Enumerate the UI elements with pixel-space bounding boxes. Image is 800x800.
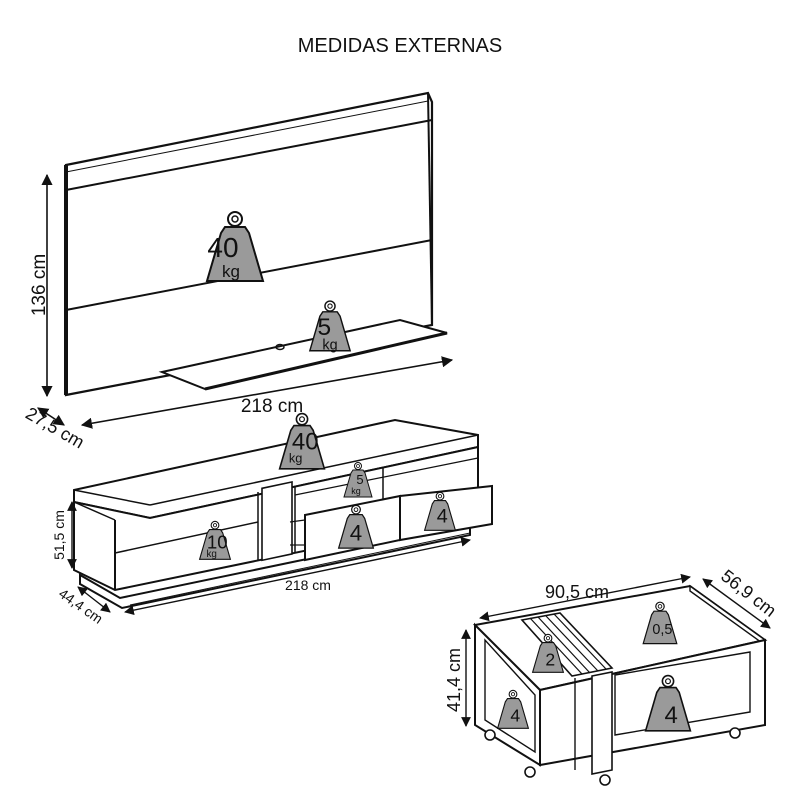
panel-height-label: 136 cm (29, 254, 50, 316)
panel-width-label: 218 cm (241, 396, 303, 417)
weight-value: 2 (545, 650, 555, 670)
weight-value: 4 (437, 506, 448, 528)
weight-icon: 4 (497, 689, 529, 729)
weight-value: 5 (356, 472, 363, 487)
weight-value: 40 (207, 232, 238, 263)
weight-value: 5 (317, 314, 331, 341)
panel-width-arrow (80, 356, 454, 429)
panel-depth-arrow (37, 407, 65, 426)
table-width-label: 90,5 cm (545, 582, 609, 602)
weight-unit: kg (351, 486, 361, 496)
weight-icon: 40 kg (278, 412, 326, 470)
weight-icon: 4 (644, 674, 692, 732)
weight-unit: kg (322, 337, 337, 353)
weight-value: 4 (665, 702, 678, 729)
table-height-label: 41,4 cm (444, 648, 464, 712)
weight-icon: 5 kg (309, 300, 351, 353)
weight-value: 0,5 (652, 622, 672, 638)
panel-depth-label: 27,5 cm (22, 403, 87, 452)
weight-icon: 40 kg (206, 211, 264, 282)
weight-unit: kg (289, 450, 303, 465)
rack-height-label: 51,5 cm (51, 510, 67, 560)
weight-icon: 5 kg (343, 462, 373, 498)
weight-icon: 0,5 (642, 601, 678, 645)
weight-value: 4 (510, 706, 520, 726)
weight-unit: kg (206, 549, 216, 560)
rack-width-label: 218 cm (285, 577, 331, 593)
rack-depth-arrow (77, 586, 111, 613)
weight-icon: 4 (424, 491, 456, 531)
coffee-table (472, 584, 768, 786)
weight-icon: 2 (532, 633, 564, 673)
table-width-arrow (479, 573, 691, 622)
weight-unit: kg (222, 262, 240, 281)
rack-width-arrow (124, 537, 471, 615)
tv-panel (64, 91, 448, 397)
weight-value: 40 (292, 429, 319, 456)
weight-value: 4 (350, 521, 362, 546)
table-depth-arrow (702, 578, 771, 629)
page-title: MEDIDAS EXTERNAS (298, 35, 502, 57)
